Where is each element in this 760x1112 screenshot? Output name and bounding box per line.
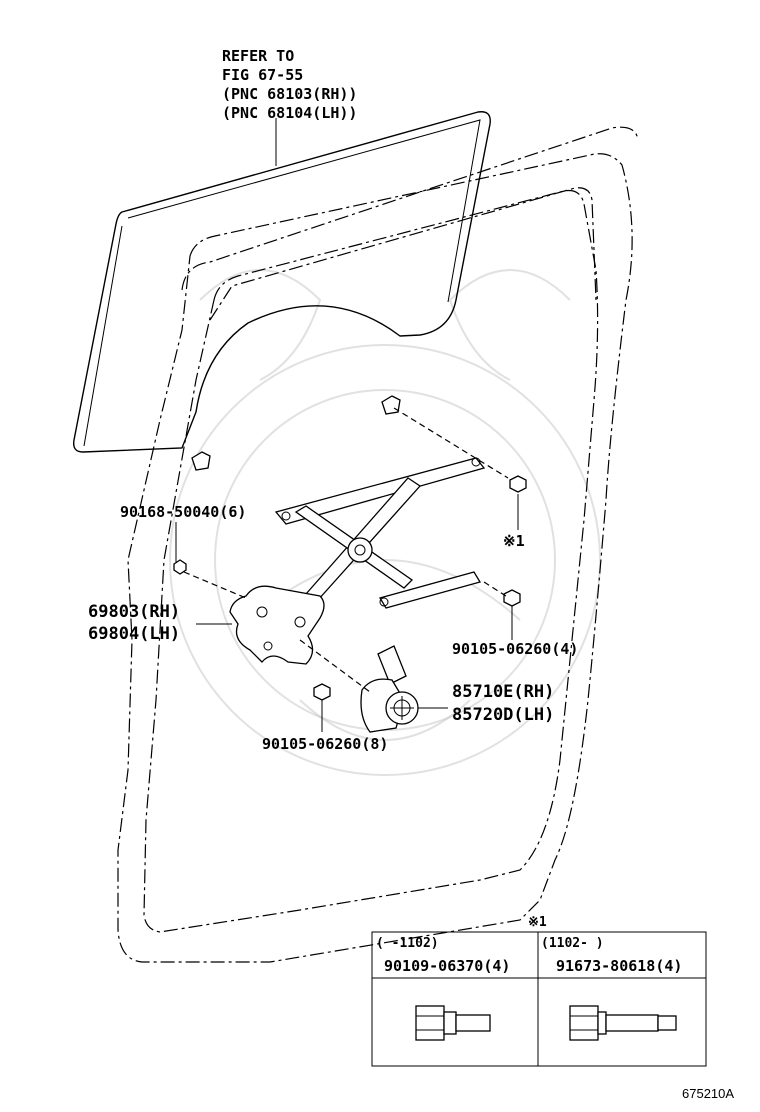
callout-note-mark: ※1 xyxy=(503,532,525,550)
detail-col2-part: 91673-80618(4) xyxy=(556,957,682,975)
screw-top-right xyxy=(509,475,527,493)
bolt-illustration-short xyxy=(415,1005,491,1041)
detail-table-mark: ※1 xyxy=(528,915,547,930)
refer-note-line2: FIG 67-55 xyxy=(222,66,303,84)
glass-clip-left xyxy=(191,451,211,471)
refer-note-line4: (PNC 68104(LH)) xyxy=(222,104,357,122)
door-glass-edge xyxy=(83,119,481,447)
callout-bolt-right: 90105-06260(4) xyxy=(452,640,578,658)
bolt-illustration-long xyxy=(569,1005,677,1041)
detail-col2-range: (1102- ) xyxy=(541,936,604,951)
callout-regulator-lh: 69804(LH) xyxy=(88,624,180,644)
bolt-right xyxy=(503,589,521,607)
detail-col1-range: ( -1102) xyxy=(376,936,439,951)
plate-hole xyxy=(294,616,306,628)
glass-clip-right xyxy=(381,395,401,415)
door-window-frame xyxy=(209,187,597,321)
window-motor xyxy=(360,645,419,733)
callout-screw-top: 90168-50040(6) xyxy=(120,503,246,521)
callout-motor-rh: 85710E(RH) xyxy=(452,682,554,702)
ref-line xyxy=(393,407,509,479)
ref-line xyxy=(299,639,371,693)
callout-bolt-bottom: 90105-06260(8) xyxy=(262,735,388,753)
callout-regulator-rh: 69803(RH) xyxy=(88,602,180,622)
refer-note-line3: (PNC 68103(RH)) xyxy=(222,85,357,103)
window-regulator-assembly xyxy=(274,457,486,609)
screw-left xyxy=(173,559,187,575)
door-glass xyxy=(73,111,491,453)
detail-col1-part: 90109-06370(4) xyxy=(384,957,510,975)
callout-motor-lh: 85720D(LH) xyxy=(452,705,554,725)
plate-hole xyxy=(256,606,268,618)
figure-id: 675210A xyxy=(682,1086,734,1101)
bolt-bottom xyxy=(313,683,331,701)
ref-line xyxy=(483,581,507,597)
door-panel-outline xyxy=(117,153,633,963)
refer-note-line1: REFER TO xyxy=(222,47,294,65)
detail-table: ( -1102) 90109-06370(4) (1102- ) 91673-8… xyxy=(371,931,707,1067)
plate-hole xyxy=(263,641,273,651)
regulator-base-plate xyxy=(229,585,325,665)
ref-line xyxy=(183,571,247,599)
door-top-frame xyxy=(181,126,639,291)
